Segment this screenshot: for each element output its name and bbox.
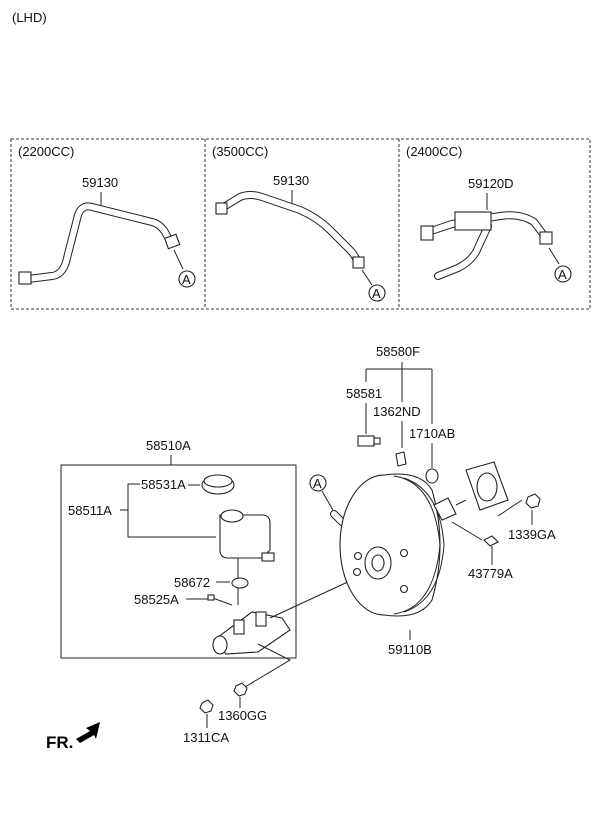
panel-engine-label: (3500CC) <box>212 144 268 159</box>
ref-circle <box>309 474 327 492</box>
hose-panels: (2200CC) 59130 A (3500CC) 59130 A <box>10 138 591 310</box>
brake-booster-shell <box>383 473 441 617</box>
hose-clip <box>395 451 407 467</box>
ref-circle <box>554 265 572 283</box>
check-valve-body <box>454 211 492 231</box>
panel-engine-label: (2400CC) <box>406 144 462 159</box>
ref-leader <box>173 249 184 270</box>
ref-letter: A <box>313 476 322 491</box>
lhd-label: (LHD) <box>12 10 47 25</box>
pin-label: 43779A <box>468 566 513 581</box>
grommet-label: 1710AB <box>409 426 455 441</box>
washer-nut-label: 1311CA <box>183 730 229 745</box>
ref-leader <box>361 269 373 286</box>
nut-1360gg <box>233 682 248 697</box>
panels-frame <box>10 138 591 310</box>
panel-part-number: 59120D <box>468 176 514 191</box>
booster-group: 58580F 58581 1362ND 1710AB A 5 <box>309 344 556 657</box>
hose-connector <box>163 233 181 250</box>
hose-connector <box>352 256 365 269</box>
assembly-frame <box>60 464 297 659</box>
reservoir-seal <box>231 577 249 589</box>
mounting-nut <box>525 493 541 509</box>
front-label: FR. <box>46 733 73 752</box>
nut-label: 1360GG <box>218 708 267 723</box>
washer-nut-1311ca <box>199 699 214 714</box>
nut-label: 1339GA <box>508 527 556 542</box>
panel-2400cc: (2400CC) 59120D A <box>406 144 572 283</box>
check-valve-label: 58581 <box>346 386 382 401</box>
ref-letter: A <box>372 286 381 301</box>
hose-connector <box>539 231 553 245</box>
cap-label: 58531A <box>141 477 186 492</box>
kit-label: 58580F <box>376 344 420 359</box>
check-valve <box>357 435 375 447</box>
clevis-pin <box>483 535 499 547</box>
hose-clamp <box>18 271 32 285</box>
front-arrow-icon <box>76 722 100 743</box>
booster-mount <box>433 497 457 521</box>
master-cylinder <box>213 611 291 655</box>
reservoir-bracket <box>120 483 216 538</box>
vacuum-hose <box>24 202 175 283</box>
fastener-group: 1360GG 1311CA <box>183 682 267 745</box>
grommet <box>425 468 439 484</box>
ref-letter: A <box>558 267 567 282</box>
reservoir-label: 58511A <box>68 503 112 518</box>
front-direction: FR. <box>46 722 100 752</box>
ref-leader <box>548 247 560 265</box>
ref-circle <box>368 284 386 302</box>
ref-letter: A <box>182 272 191 287</box>
panel-engine-label: (2200CC) <box>18 144 74 159</box>
ref-circle <box>178 270 196 288</box>
panel-2200cc: (2200CC) 59130 A <box>18 144 196 288</box>
reservoir-group: 58510A 58511A 58531A 58672 58525A <box>60 438 297 659</box>
assembly-label: 58510A <box>146 438 191 453</box>
panel-part-number: 59130 <box>82 175 118 190</box>
clip-label: 1362ND <box>373 404 421 419</box>
seal-label: 58672 <box>174 575 210 590</box>
kit-bracket <box>365 368 433 424</box>
bolt-label: 58525A <box>134 592 179 607</box>
reservoir-neck <box>220 509 244 523</box>
booster-label: 59110B <box>388 642 432 657</box>
panel-part-number: 59130 <box>273 173 309 188</box>
hose-clamp <box>420 225 434 241</box>
panel-3500cc: (3500CC) 59130 A <box>212 144 386 302</box>
hose-clamp <box>215 202 228 215</box>
